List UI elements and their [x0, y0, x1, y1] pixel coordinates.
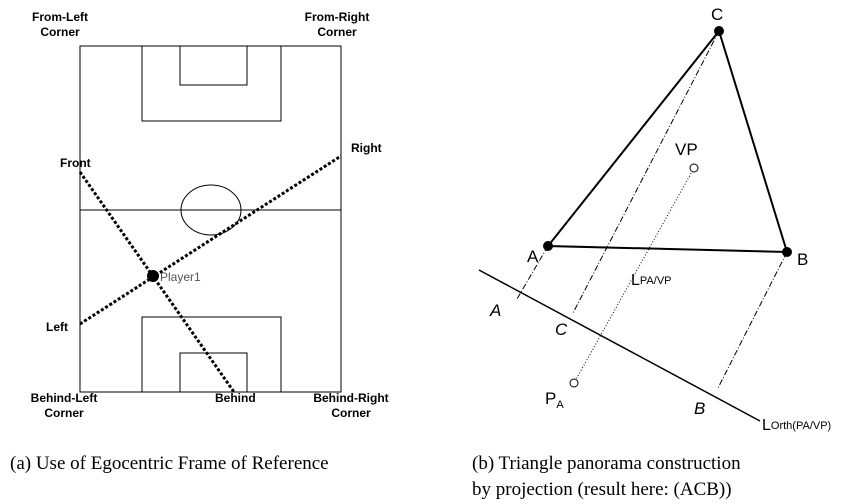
line-pa-vp	[573, 167, 695, 384]
point-b-label: B	[797, 250, 808, 269]
front-label: Front	[60, 156, 91, 170]
pa-label: PA	[545, 389, 564, 411]
right-label: Right	[351, 141, 382, 155]
point-c-label: C	[711, 5, 723, 24]
point-b-marker	[782, 247, 792, 257]
orth-line-label: LOrth(PA/VP)	[762, 417, 831, 434]
from-right-corner-line1: From-Right	[305, 10, 370, 24]
player-marker	[147, 270, 159, 282]
caption-b-line2: by projection (result here: (ACB))	[472, 479, 732, 500]
behind-left-corner-line1: Behind-Left	[31, 391, 98, 405]
behind-right-corner-line2: Corner	[331, 406, 371, 420]
field-boundary	[79, 45, 342, 393]
from-right-corner-line2: Corner	[317, 25, 357, 39]
top-penalty-box	[141, 45, 282, 122]
player-label: Player1	[160, 270, 201, 284]
vp-marker	[689, 163, 699, 173]
bottom-goal-box	[179, 352, 248, 393]
point-a-label: A	[527, 247, 539, 266]
from-left-corner-line1: From-Left	[32, 10, 88, 24]
point-c-marker	[714, 26, 724, 36]
proj-a-label: A	[489, 301, 501, 320]
from-left-corner-line2: Corner	[40, 25, 80, 39]
soccer-field-diagram: Player1 From-Left Corner From-Right Corn…	[10, 10, 389, 474]
line-pa-vp-label: LPA/VP	[631, 272, 672, 289]
behind-left-corner-line2: Corner	[44, 406, 84, 420]
triangle-acb	[545, 28, 789, 254]
projection-b	[717, 251, 788, 389]
proj-c-label: C	[555, 320, 568, 339]
caption-b-line1: (b) Triangle panorama construction	[472, 453, 741, 474]
point-a-marker	[543, 241, 553, 251]
bottom-penalty-box	[141, 316, 282, 393]
center-circle	[180, 184, 242, 236]
front-behind-axis	[78, 171, 236, 393]
orthogonal-line	[478, 269, 761, 422]
left-right-axis	[79, 154, 342, 326]
behind-right-corner-line1: Behind-Right	[313, 391, 388, 405]
triangle-panorama-diagram: C A B VP PA LPA/VP A C B LOrth(PA/VP) (b…	[472, 5, 831, 500]
behind-label: Behind	[215, 391, 256, 405]
vp-label: VP	[675, 140, 698, 159]
left-label: Left	[46, 320, 68, 334]
projection-c	[572, 30, 720, 314]
projection-a	[516, 245, 549, 300]
proj-b-label: B	[694, 399, 705, 418]
top-goal-box	[179, 45, 248, 86]
caption-a: (a) Use of Egocentric Frame of Reference	[10, 453, 329, 474]
pa-marker	[569, 378, 579, 388]
